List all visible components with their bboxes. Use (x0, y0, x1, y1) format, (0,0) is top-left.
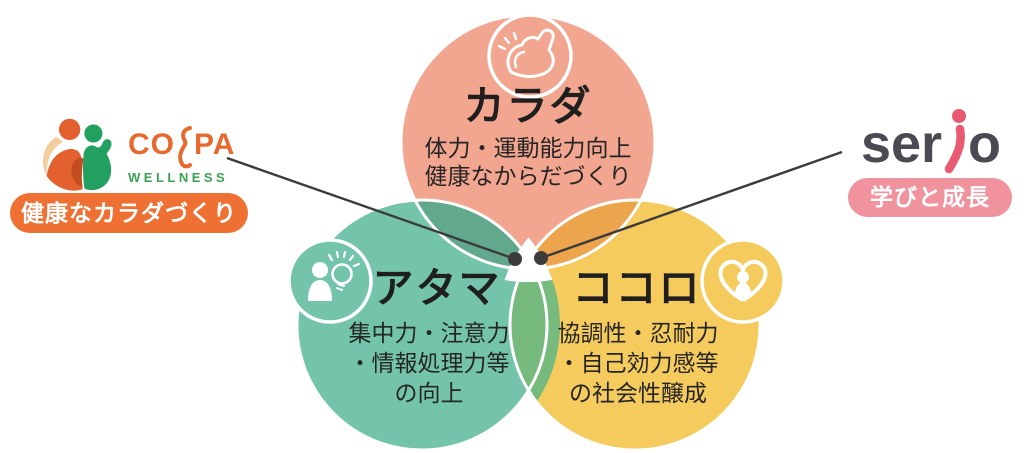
muscle-arm-icon (487, 13, 573, 99)
cospa-word-pa: PA (194, 128, 236, 161)
cospa-logo-mark-icon (43, 118, 112, 191)
karada-title: カラダ (463, 83, 593, 129)
serio-stylized-i-icon (944, 109, 967, 174)
cospa-wordmark: CO PA (128, 123, 236, 169)
connector-line-right (540, 150, 843, 260)
cospa-stylized-s-icon (178, 126, 192, 169)
atama-desc: 集中力・注意力 ・情報処理力等 の向上 (320, 318, 538, 408)
kokoro-desc-line: の社会性醸成 (569, 380, 707, 406)
atama-desc-line: の向上 (394, 380, 464, 406)
cospa-logo-text: CO PA WELLNESS (128, 123, 235, 185)
connector-dot-left (508, 252, 522, 266)
serio-badge: 学びと成長 (848, 178, 1012, 217)
atama-desc-line: 集中力・注意力 (348, 320, 510, 346)
atama-title: アタマ (372, 265, 502, 311)
kokoro-desc: 協調性・忍耐力 ・自己効力感等 の社会性醸成 (527, 318, 749, 408)
person-lightbulb-icon (287, 238, 373, 324)
connector-line-left (226, 156, 516, 261)
atama-desc-line: ・情報処理力等 (348, 350, 510, 376)
karada-circle (401, 15, 655, 269)
cospa-word-co: CO (128, 128, 175, 161)
karada-desc: 体力・運動能力向上 健康なからだづくり (398, 134, 658, 190)
heart-person-icon (700, 238, 786, 324)
kokoro-desc-line: ・自己効力感等 (557, 350, 719, 376)
serio-wordmark: ser o (850, 94, 1012, 174)
cospa-badge: 健康なカラダづくり (10, 193, 248, 233)
cospa-wellness-label: WELLNESS (128, 170, 229, 185)
serio-word-o: o (968, 114, 1002, 174)
connector-dot-right (534, 251, 548, 265)
karada-desc-line: 体力・運動能力向上 (424, 135, 632, 161)
serio-word-ser: ser (860, 114, 943, 174)
kokoro-title: ココロ (572, 265, 702, 311)
karada-desc-line: 健康なからだづくり (424, 163, 632, 189)
kokoro-desc-line: 協調性・忍耐力 (557, 320, 719, 346)
cospa-logo: CO PA WELLNESS (36, 112, 235, 196)
